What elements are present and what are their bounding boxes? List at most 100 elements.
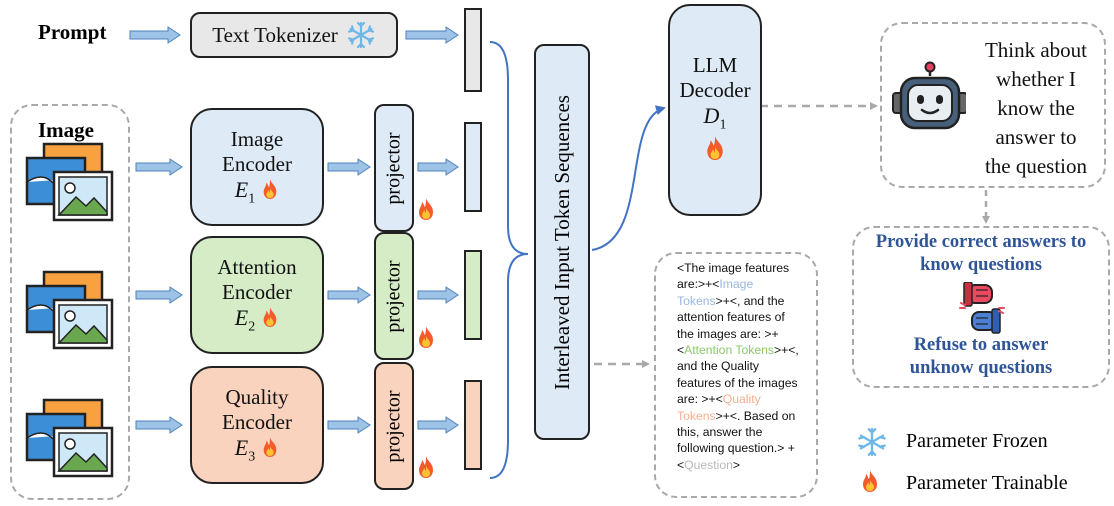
think-line-1: Think about	[984, 38, 1088, 62]
encoder-name2: Encoder	[222, 409, 292, 434]
image-group	[10, 104, 130, 500]
encoder-symbol-row: E2	[235, 305, 279, 335]
text-token-bar	[464, 8, 482, 92]
image-stack-icon-3	[24, 398, 116, 485]
projector-to-bar-arrow-3	[417, 416, 459, 434]
encoder-symbol: E3	[234, 434, 256, 465]
answer-line1: Provide correct answers to	[875, 232, 1087, 252]
projector-fire-1	[416, 196, 436, 227]
fire-icon	[707, 135, 723, 160]
answers-top: Provide correct answers to know question…	[852, 231, 1110, 277]
legend-snowflake-icon	[858, 428, 886, 456]
token-segment-6: Quality Tokens	[677, 392, 761, 423]
projector-box-1: projector	[374, 104, 414, 232]
image-stack-icon-2	[24, 270, 116, 357]
answers-bottom: Refuse to answer unknow questions	[852, 334, 1110, 380]
prompt-arrow	[129, 26, 181, 44]
token-template-box	[654, 252, 818, 498]
think-line-3: know the	[997, 96, 1075, 120]
text-tokenizer-label: Text Tokenizer	[212, 22, 338, 47]
fire-icon	[704, 134, 726, 167]
encoder-to-projector-arrow-2	[327, 286, 371, 304]
fire-icon	[863, 470, 877, 492]
legend-fire-icon	[860, 468, 880, 499]
image-stack-icon-1	[24, 142, 116, 229]
think-box	[880, 22, 1106, 188]
prompt-label: Prompt	[38, 20, 107, 44]
fire-icon	[419, 326, 433, 348]
answers-box	[852, 226, 1110, 388]
projector-box-3: projector	[374, 362, 414, 490]
answer-line3: Refuse to answer	[913, 335, 1049, 355]
token-segment-7: >+<. Based on this, answer the following…	[677, 408, 796, 472]
encoder-symbol-row: E1	[235, 177, 279, 207]
legend-trainable-label: Parameter Trainable	[906, 472, 1068, 494]
interleaved-sequence-box: Interleaved Input Token Sequences	[534, 44, 590, 440]
decoder-line1: LLM	[692, 53, 738, 78]
think-line-5: the question	[984, 154, 1088, 178]
think-line-2: whether I	[996, 67, 1076, 91]
projector-fire-2	[416, 324, 436, 355]
fire-icon	[419, 198, 433, 220]
encoder-to-projector-arrow-1	[327, 158, 371, 176]
projector-box-2: projector	[374, 232, 414, 360]
projector-label: projector	[382, 259, 405, 333]
token-segment-9: >	[732, 457, 741, 472]
image-to-encoder-arrow-2	[135, 286, 183, 304]
fire-icon	[263, 179, 277, 200]
projector-to-bar-arrow-1	[417, 158, 459, 176]
token-bar-3	[464, 380, 482, 470]
fire-icon	[263, 437, 277, 458]
sequence-to-decoder-arrow	[591, 105, 666, 251]
projector-label: projector	[382, 131, 405, 205]
decoder-symbol: D1	[704, 103, 727, 133]
answer-line4: unknow questions	[909, 358, 1053, 378]
merge-brace	[489, 41, 529, 479]
token-bar-1	[464, 122, 482, 212]
answer-line2: know questions	[920, 255, 1042, 275]
image-to-encoder-arrow-1	[135, 158, 183, 176]
fire-icon	[263, 307, 277, 328]
encoder-symbol-row: E3	[235, 435, 279, 465]
block-arrows	[129, 26, 459, 434]
token-segment-3: >+<, and the attention features of the i…	[677, 293, 785, 358]
encoder-symbol: E1	[234, 176, 256, 207]
fire-icon	[419, 456, 433, 478]
token-bar-2	[464, 250, 482, 340]
think-line-4: answer to	[995, 125, 1077, 149]
encoder-name2: Encoder	[222, 151, 292, 176]
token-segment-8: Question	[684, 457, 733, 472]
legend-frozen-label: Parameter Frozen	[906, 430, 1048, 452]
token-segment-5: >+<, and the Quality features of the ima…	[677, 343, 799, 407]
projector-label: projector	[382, 389, 405, 463]
projector-to-bar-arrow-2	[417, 286, 459, 304]
image-group-label: Image	[38, 118, 94, 142]
snowflake-icon	[347, 21, 374, 49]
tokenizer-arrow	[405, 26, 459, 44]
encoder-symbol: E2	[234, 304, 256, 335]
token-segment-2: Image Tokens	[677, 277, 754, 308]
think-text: Think about whether I know the answer to the…	[968, 36, 1104, 181]
encoder-name: Image	[230, 126, 284, 151]
encoder-name: Attention	[217, 254, 297, 279]
image-to-encoder-arrow-3	[135, 416, 183, 434]
token-template-text: <The image features are:>+<Image Tokens>…	[677, 260, 805, 473]
projector-fire-3	[416, 454, 436, 485]
text-tokenizer-box: Text Tokenizer	[190, 12, 398, 58]
encoder-name2: Encoder	[222, 279, 292, 304]
robot-icon	[892, 61, 966, 130]
encoder-name: Quality	[225, 384, 289, 409]
token-segment-1: <The image features are:>+<	[677, 261, 790, 292]
interleaved-sequence-label: Interleaved Input Token Sequences	[549, 94, 574, 390]
encoder-to-projector-arrow-3	[327, 416, 371, 434]
llm-decoder-box: LLM Decoder D1	[668, 4, 762, 216]
decoder-sym: D	[703, 103, 720, 129]
token-segment-4: Attention Tokens	[684, 343, 775, 358]
fist-bump-icon	[959, 282, 1005, 334]
decoder-sub: 1	[719, 117, 727, 133]
